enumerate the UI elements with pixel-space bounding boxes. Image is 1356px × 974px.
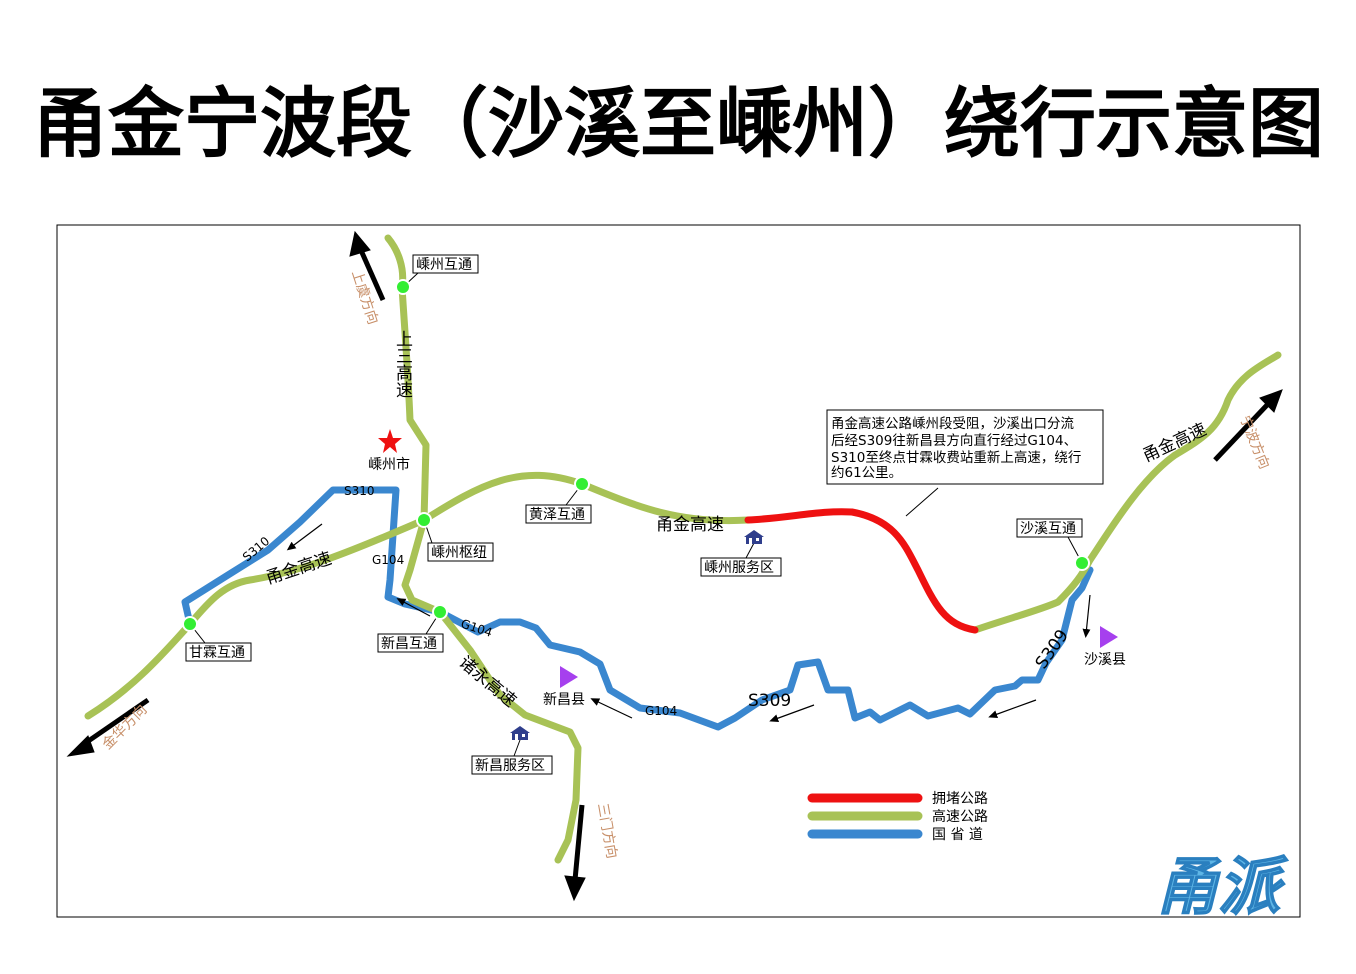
note-line: 后经S309往新昌县方向直行经过G104、: [831, 433, 1077, 449]
route-arrow: [396, 598, 431, 617]
shangyu-arrow: [357, 246, 386, 302]
road-label-g104: G104: [645, 704, 677, 718]
label-shaxi-ic: 沙溪互通: [1020, 521, 1076, 537]
road-label-s310: S310: [344, 484, 375, 498]
county-triangle-icon: [560, 666, 578, 688]
leader-line: [513, 739, 521, 757]
road-label-yongjin: 甬金高速: [656, 515, 724, 535]
jinhua-arrow: [82, 697, 150, 747]
node-shengzhou-ic: [395, 279, 411, 295]
jinhua-arrow-head: [66, 735, 95, 757]
yongjin-expressway-east: [971, 351, 1282, 634]
label-xinchang-ic: 新昌互通: [381, 636, 437, 652]
jammed-road: [744, 508, 979, 634]
note-line: S310至终点甘霖收费站重新上高速，绕行: [831, 449, 1081, 466]
label-shaxi-county: 沙溪县: [1084, 652, 1126, 668]
map-frame: [56, 224, 1301, 918]
legend: 拥堵公路 高速公路 国 省 道: [807, 791, 988, 843]
road-label-g104: G104: [459, 617, 494, 640]
route-arrows: [286, 523, 1091, 723]
service-area-icon: [744, 530, 764, 544]
service-area-icon: [510, 726, 530, 740]
route-arrow: [590, 698, 633, 719]
node-label-boxes: 嵊州互通 嵊州枢纽 黄泽互通 新昌互通 甘霖互通 沙溪互通 嵊州服务区 新昌服务…: [185, 254, 1083, 775]
node-huangze-ic: [574, 476, 590, 492]
node-ganlin-ic: [182, 616, 198, 632]
g104-road: [436, 566, 1094, 731]
node-shengzhou-hub: [416, 512, 432, 528]
ningbo-arrow: [1213, 402, 1270, 462]
direction-label-shangyu: 上虞方向: [348, 268, 381, 326]
route-arrow: [286, 523, 323, 551]
legend-jam-label: 拥堵公路: [932, 791, 988, 807]
road-label-zhuyong: 诸永高速: [455, 653, 520, 712]
page-title: 甬金宁波段（沙溪至嵊州）绕行示意图: [32, 79, 1324, 168]
road-label-shangsan: 上三高速: [392, 330, 413, 398]
national-roads: [181, 486, 1094, 731]
node-shaxi-ic: [1074, 555, 1090, 571]
label-huangze-ic: 黄泽互通: [529, 506, 585, 523]
note-line: 甬金高速公路嵊州段受阻，沙溪出口分流: [831, 415, 1074, 432]
sanmen-arrow: [572, 804, 585, 881]
ningbo-arrow-head: [1259, 389, 1283, 413]
yongpai-logo: 甬派: [1156, 850, 1288, 923]
label-ganlin-ic: 甘霖互通: [189, 645, 245, 661]
legend-national-label: 国 省 道: [932, 827, 983, 843]
node-xinchang-ic: [432, 604, 448, 620]
label-xinchang-county: 新昌县: [543, 692, 585, 708]
direction-label-sanmen: 三门方向: [594, 802, 619, 860]
note-box: [826, 409, 1104, 485]
legend-expressway-label: 高速公路: [932, 808, 988, 825]
shangyu-arrow-head: [349, 230, 371, 257]
leader-lines: [189, 272, 1083, 757]
label-shengzhou-ic: 嵊州互通: [416, 257, 472, 273]
leader-line: [745, 542, 755, 559]
sanmen-arrow-head: [564, 875, 586, 902]
route-arrow: [988, 699, 1037, 719]
road-label-yongjin: 甬金高速: [263, 549, 334, 589]
interchange-nodes: [182, 279, 1090, 632]
route-arrow: [1082, 594, 1091, 638]
s310-road: [181, 486, 444, 628]
expressways: [84, 234, 1282, 864]
note-leader: [905, 487, 939, 517]
city-star-icon: [378, 429, 402, 453]
road-label-s309: S309: [748, 691, 791, 711]
label-shengzhou-city: 嵊州市: [368, 456, 410, 473]
label-shengzhou-hub: 嵊州枢纽: [431, 545, 487, 561]
label-shengzhou-sa: 嵊州服务区: [704, 560, 774, 576]
direction-arrows: [66, 230, 1283, 902]
county-triangle-icon: [1100, 626, 1118, 648]
label-xinchang-sa: 新昌服务区: [475, 758, 545, 774]
yongjin-expressway: [84, 471, 752, 720]
direction-label-ningbo: 宁波方向: [1236, 413, 1273, 471]
route-arrow: [769, 704, 815, 723]
shangsan-expressway: [384, 234, 582, 864]
road-label-g104: G104: [372, 553, 404, 567]
note-line: 约61公里。: [831, 465, 902, 481]
